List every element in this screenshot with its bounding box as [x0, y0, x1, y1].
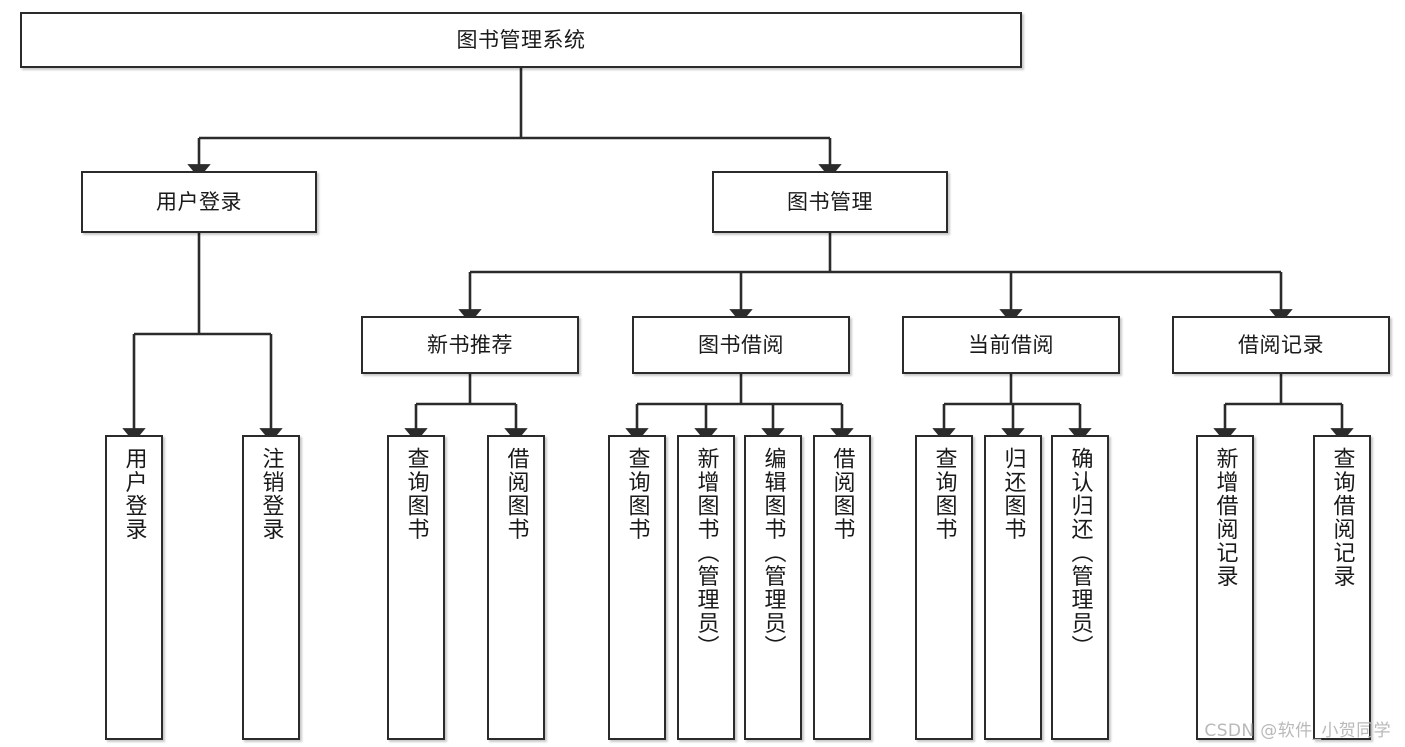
node-label-book-borrow: 图书借阅: [698, 332, 784, 357]
node-leaf-query-book-1[interactable]: 查询图书: [387, 435, 445, 740]
node-label-book-manage: 图书管理: [787, 189, 873, 214]
node-label-leaf-add-record: 新增借阅记录: [1212, 447, 1238, 588]
node-label-leaf-confirm-return: 确认归还（管理员）: [1067, 447, 1093, 659]
node-label-leaf-query-book-3: 查询图书: [931, 447, 957, 541]
node-label-new-book-rec: 新书推荐: [427, 332, 513, 357]
node-label-leaf-return-book: 归还图书: [1000, 447, 1026, 541]
node-book-borrow[interactable]: 图书借阅: [632, 316, 850, 374]
node-label-leaf-edit-book: 编辑图书（管理员）: [760, 447, 786, 659]
node-label-user-login: 用户登录: [156, 189, 242, 214]
node-label-leaf-query-book-2: 查询图书: [624, 447, 650, 541]
node-label-borrow-record: 借阅记录: [1238, 332, 1324, 357]
node-label-leaf-query-record: 查询借阅记录: [1329, 447, 1355, 588]
node-label-current-borrow: 当前借阅: [968, 332, 1054, 357]
node-leaf-add-book[interactable]: 新增图书（管理员）: [677, 435, 735, 740]
node-root[interactable]: 图书管理系统: [20, 12, 1022, 68]
node-current-borrow[interactable]: 当前借阅: [902, 316, 1120, 374]
node-leaf-borrow-book-1[interactable]: 借阅图书: [487, 435, 545, 740]
node-leaf-edit-book[interactable]: 编辑图书（管理员）: [744, 435, 802, 740]
node-label-root: 图书管理系统: [456, 27, 586, 52]
node-leaf-borrow-book-2[interactable]: 借阅图书: [813, 435, 871, 740]
node-leaf-query-book-3[interactable]: 查询图书: [915, 435, 973, 740]
node-label-leaf-user-login: 用户登录: [121, 447, 147, 541]
node-book-manage[interactable]: 图书管理: [712, 171, 948, 233]
node-label-leaf-logout: 注销登录: [258, 447, 284, 541]
node-leaf-confirm-return[interactable]: 确认归还（管理员）: [1051, 435, 1109, 740]
node-label-leaf-add-book: 新增图书（管理员）: [693, 447, 719, 659]
node-leaf-return-book[interactable]: 归还图书: [984, 435, 1042, 740]
node-leaf-add-record[interactable]: 新增借阅记录: [1196, 435, 1254, 740]
node-leaf-query-book-2[interactable]: 查询图书: [608, 435, 666, 740]
node-new-book-rec[interactable]: 新书推荐: [361, 316, 579, 374]
node-leaf-query-record[interactable]: 查询借阅记录: [1313, 435, 1371, 740]
node-user-login[interactable]: 用户登录: [81, 171, 317, 233]
node-leaf-user-login[interactable]: 用户登录: [105, 435, 163, 740]
node-label-leaf-borrow-book-1: 借阅图书: [503, 447, 529, 541]
node-leaf-logout[interactable]: 注销登录: [242, 435, 300, 740]
node-label-leaf-borrow-book-2: 借阅图书: [829, 447, 855, 541]
node-label-leaf-query-book-1: 查询图书: [403, 447, 429, 541]
node-borrow-record[interactable]: 借阅记录: [1172, 316, 1390, 374]
